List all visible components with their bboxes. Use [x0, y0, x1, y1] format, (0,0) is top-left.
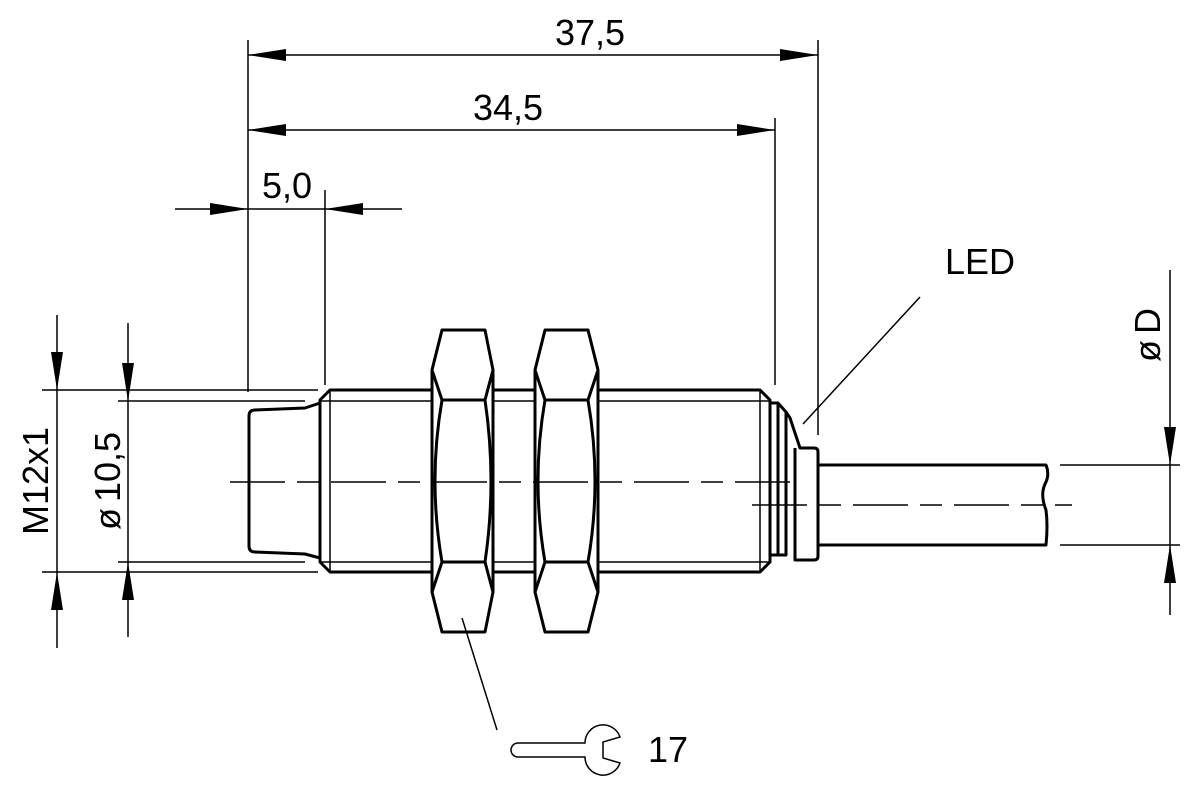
hex-nut-1	[430, 328, 495, 634]
dimension-label-front-cap: 5,0	[262, 165, 312, 206]
dimension-label-front-diameter: ø10,5	[87, 432, 128, 530]
dimension-label-overall: 37,5	[555, 12, 625, 53]
dimension-label-thread: M12x1	[15, 427, 56, 535]
wrench-size-label: 17	[648, 729, 688, 770]
hex-nut-2	[533, 328, 600, 634]
front-cap	[247, 401, 321, 560]
rear-housing	[770, 401, 820, 562]
dimension-cable-diameter: øD	[1127, 270, 1176, 615]
dimension-label-body: 34,5	[473, 87, 543, 128]
dimension-thread: M12x1	[15, 315, 63, 648]
dimension-body-length: 34,5	[248, 87, 775, 136]
wrench-icon	[510, 724, 621, 776]
dimension-front-cap: 5,0	[175, 165, 402, 215]
dimension-label-cable-diameter: øD	[1127, 308, 1168, 362]
cable	[818, 463, 1050, 547]
led-label: LED	[945, 241, 1015, 282]
dimension-front-diameter: ø10,5	[87, 323, 134, 637]
led-leader-line	[802, 296, 921, 425]
extension-lines	[42, 40, 1180, 573]
dimension-overall-length: 37,5	[248, 12, 818, 61]
wrench-leader-line	[461, 617, 498, 731]
